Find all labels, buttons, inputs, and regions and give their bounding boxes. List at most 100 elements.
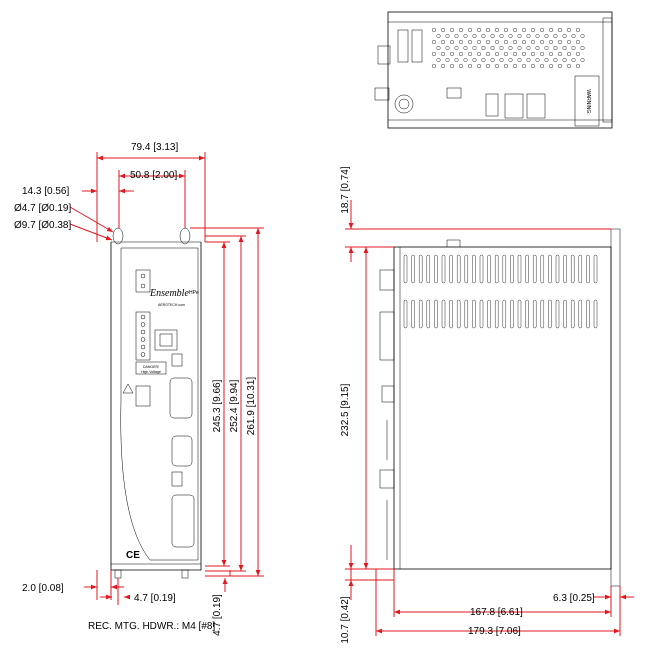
vent-hole bbox=[490, 34, 495, 39]
vent-hole bbox=[580, 34, 585, 39]
vent-hole bbox=[571, 46, 576, 51]
vent-hole bbox=[567, 63, 572, 68]
vent-hole bbox=[450, 52, 455, 57]
vent-hole bbox=[477, 52, 482, 57]
dim-hole-small: Ø4.7 [Ø0.19] bbox=[14, 203, 71, 214]
mounting-note: REC. MTG. HDWR.: M4 [#8] bbox=[88, 621, 215, 632]
vent-hole bbox=[508, 46, 513, 51]
vent-hole bbox=[432, 63, 437, 68]
vent-hole bbox=[459, 40, 464, 45]
vent-hole bbox=[441, 52, 446, 57]
vent-hole bbox=[499, 46, 504, 51]
dim-side-depth-2: 179.3 [7.06] bbox=[468, 626, 521, 637]
vent-hole bbox=[544, 46, 549, 51]
vent-slot bbox=[426, 254, 430, 284]
vent-slot bbox=[403, 254, 408, 284]
vent-hole bbox=[513, 28, 518, 33]
vent-hole bbox=[571, 34, 576, 39]
vent-hole bbox=[463, 58, 468, 63]
vent-slot bbox=[487, 254, 491, 284]
vent-hole bbox=[549, 63, 554, 68]
side-view bbox=[379, 228, 621, 587]
vent-hole bbox=[468, 28, 473, 33]
terminal-screw bbox=[140, 329, 146, 335]
vent-slot bbox=[434, 299, 438, 329]
vent-hole bbox=[459, 52, 464, 57]
terminal-screw bbox=[140, 352, 146, 357]
vent-hole bbox=[549, 40, 554, 45]
dim-height-2: 252.4 [9.94] bbox=[229, 379, 240, 432]
vent-slot bbox=[525, 299, 529, 329]
vent-slot bbox=[593, 299, 598, 329]
vent-slot bbox=[472, 254, 476, 284]
vent-slot bbox=[593, 254, 598, 284]
vent-slot bbox=[457, 299, 461, 329]
side-vent-grid bbox=[403, 254, 598, 329]
vent-slot bbox=[571, 299, 575, 329]
dim-side-depth-1: 167.8 [6.61] bbox=[470, 607, 523, 618]
vent-slot bbox=[586, 299, 590, 329]
vent-hole bbox=[486, 28, 491, 33]
vent-slot bbox=[510, 254, 514, 284]
vent-hole bbox=[441, 28, 446, 33]
vent-hole bbox=[558, 63, 563, 68]
vent-slot bbox=[411, 254, 415, 284]
warning-label: WARNING: bbox=[585, 89, 591, 114]
vent-hole bbox=[436, 34, 441, 39]
vent-hole bbox=[477, 40, 482, 45]
vent-hole bbox=[531, 52, 536, 57]
vent-slot bbox=[578, 299, 582, 329]
vent-slot bbox=[441, 299, 446, 329]
vent-hole bbox=[517, 46, 522, 51]
vent-hole bbox=[580, 46, 585, 51]
vent-hole bbox=[432, 52, 437, 57]
terminal-screw bbox=[140, 337, 146, 342]
vent-hole bbox=[522, 63, 527, 68]
vent-hole bbox=[544, 34, 549, 39]
vent-hole bbox=[454, 58, 459, 63]
vent-hole bbox=[450, 63, 455, 68]
vent-hole bbox=[508, 58, 513, 63]
vent-hole bbox=[522, 52, 527, 57]
front-dimensions bbox=[69, 152, 264, 605]
vent-hole bbox=[472, 34, 477, 39]
vent-slot bbox=[548, 299, 552, 329]
vent-slot bbox=[502, 254, 506, 284]
vent-hole bbox=[567, 40, 572, 45]
vent-slot bbox=[502, 299, 506, 329]
vent-slot bbox=[533, 254, 537, 284]
dim-side-height: 232.5 [9.15] bbox=[340, 383, 351, 436]
vent-hole bbox=[463, 46, 468, 51]
vent-hole bbox=[567, 28, 572, 33]
vent-slot bbox=[555, 299, 560, 329]
vent-hole bbox=[486, 52, 491, 57]
vent-hole bbox=[549, 28, 554, 33]
vent-hole bbox=[486, 40, 491, 45]
vent-hole bbox=[513, 63, 518, 68]
vent-hole bbox=[526, 46, 531, 51]
vent-hole bbox=[562, 34, 567, 39]
vent-hole bbox=[508, 34, 513, 39]
vent-hole bbox=[558, 40, 563, 45]
vent-hole bbox=[522, 28, 527, 33]
vent-slot bbox=[495, 299, 499, 329]
vent-hole bbox=[481, 58, 486, 63]
vent-hole bbox=[495, 40, 500, 45]
vent-hole bbox=[535, 46, 540, 51]
vent-hole bbox=[445, 46, 450, 51]
vent-hole bbox=[535, 58, 540, 63]
vent-hole bbox=[535, 34, 540, 39]
dim-width-overall: 79.4 [3.13] bbox=[131, 142, 178, 153]
vent-hole bbox=[544, 58, 549, 63]
vent-slot bbox=[586, 254, 590, 284]
ce-mark: CE bbox=[126, 550, 140, 561]
vent-hole bbox=[553, 34, 558, 39]
vent-hole bbox=[522, 40, 527, 45]
vent-hole bbox=[531, 63, 536, 68]
vent-hole bbox=[477, 63, 482, 68]
vent-hole bbox=[463, 34, 468, 39]
dim-bottom-slot: 4.7 [0.19] bbox=[134, 593, 176, 604]
vent-hole bbox=[472, 46, 477, 51]
vent-slot bbox=[479, 299, 484, 329]
vent-slot bbox=[578, 254, 582, 284]
